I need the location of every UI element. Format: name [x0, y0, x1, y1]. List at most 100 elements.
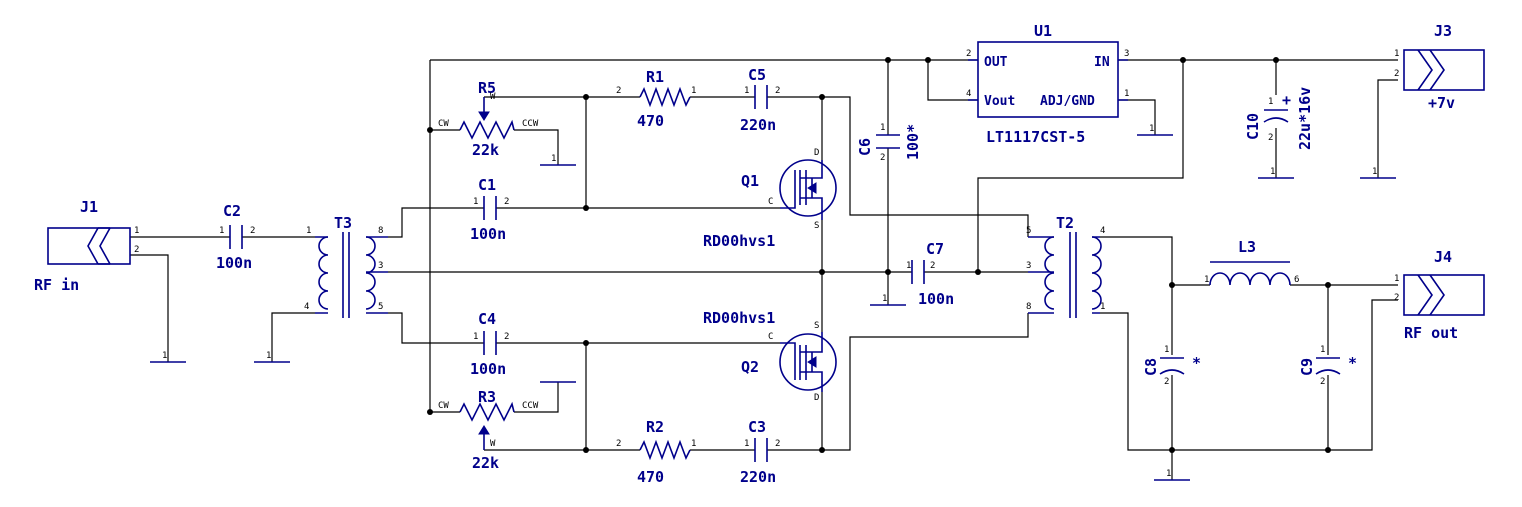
svg-text:L3: L3 — [1238, 238, 1256, 256]
svg-text:C10: C10 — [1244, 113, 1262, 140]
junction-dot — [583, 340, 589, 346]
svg-text:ADJ/GND: ADJ/GND — [1040, 94, 1095, 109]
svg-text:8: 8 — [378, 226, 383, 236]
svg-text:C5: C5 — [748, 66, 766, 84]
svg-text:1: 1 — [1394, 49, 1399, 59]
transformer-t3: T3 1 4 8 3 5 — [304, 214, 388, 318]
junction-dot — [925, 57, 931, 63]
capacitor-c5: C5 220n 1 2 — [740, 66, 780, 134]
svg-text:1: 1 — [219, 226, 224, 236]
svg-text:1: 1 — [551, 154, 556, 164]
svg-text:22k: 22k — [472, 141, 499, 159]
svg-text:C4: C4 — [478, 310, 496, 328]
svg-text:CCW: CCW — [522, 119, 539, 129]
wire-in-to-t2-center — [977, 60, 1184, 272]
potentiometer-r5: R5 22k CW CCW W — [438, 79, 539, 159]
svg-text:C: C — [768, 332, 773, 342]
svg-text:C1: C1 — [478, 176, 496, 194]
svg-text:1: 1 — [306, 226, 311, 236]
svg-text:C7: C7 — [926, 240, 944, 258]
capacitor-c10: C10 22u*16v + 1 2 — [1244, 87, 1314, 150]
junction-dot — [583, 205, 589, 211]
junction-dot — [1180, 57, 1186, 63]
junction-dot — [975, 269, 981, 275]
svg-text:3: 3 — [1026, 261, 1031, 271]
connector-j1: J1 RF in 1 2 — [34, 198, 139, 294]
wire-t2-pin1-gnd — [1100, 299, 1398, 451]
svg-text:2: 2 — [966, 49, 971, 59]
svg-text:1: 1 — [1320, 345, 1325, 355]
mosfet-q1: Q1 RD00hvs1 D S C — [703, 148, 837, 250]
svg-text:T2: T2 — [1056, 214, 1074, 232]
capacitor-c9: C9 * 1 2 — [1298, 345, 1357, 387]
svg-text:3: 3 — [378, 261, 383, 271]
svg-text:4: 4 — [304, 302, 309, 312]
capacitor-c4: C4 100n 1 2 — [470, 310, 509, 378]
svg-text:R1: R1 — [646, 68, 664, 86]
svg-text:1: 1 — [473, 332, 478, 342]
svg-text:J3: J3 — [1434, 22, 1452, 40]
mosfet-q2: Q2 RD00hvs1 S D C — [703, 309, 837, 403]
junction-dot — [885, 57, 891, 63]
ground-symbol: 1 — [1258, 167, 1294, 179]
resistor-r2: R2 470 2 1 — [616, 418, 696, 486]
svg-text:C8: C8 — [1142, 358, 1160, 376]
capacitor-c7: C7 100n 1 2 — [906, 240, 954, 308]
svg-text:1: 1 — [1268, 97, 1273, 107]
svg-text:2: 2 — [134, 245, 139, 255]
svg-text:C2: C2 — [223, 202, 241, 220]
svg-text:1: 1 — [473, 197, 478, 207]
svg-text:100*: 100* — [904, 124, 922, 160]
svg-text:2: 2 — [775, 86, 780, 96]
ground-symbol: 1 — [1154, 469, 1190, 481]
svg-text:1: 1 — [1124, 89, 1129, 99]
svg-text:1: 1 — [134, 226, 139, 236]
junction-dot — [1325, 447, 1331, 453]
junction-dot — [583, 447, 589, 453]
ground-symbol: 1 — [1360, 167, 1396, 179]
ground-symbol: 1 — [1137, 124, 1173, 136]
j1-ref: J1 — [80, 198, 98, 216]
wire-t3-pin5-c4 — [388, 312, 484, 344]
svg-text:2: 2 — [1164, 377, 1169, 387]
capacitor-c8: C8 * 1 2 — [1142, 345, 1201, 387]
svg-text:4: 4 — [1100, 226, 1105, 236]
svg-text:OUT: OUT — [984, 55, 1008, 70]
wire-t2-pin4-l3 — [1100, 236, 1210, 286]
svg-text:R2: R2 — [646, 418, 664, 436]
svg-text:2: 2 — [1394, 69, 1399, 79]
svg-text:2: 2 — [1268, 133, 1273, 143]
wire-j1-gnd — [130, 254, 169, 362]
svg-text:R3: R3 — [478, 388, 496, 406]
svg-text:2: 2 — [1394, 293, 1399, 303]
junction-dot — [819, 269, 825, 275]
svg-text:D: D — [814, 393, 819, 403]
svg-text:S: S — [814, 321, 819, 331]
svg-text:6: 6 — [1294, 275, 1299, 285]
svg-text:T3: T3 — [334, 214, 352, 232]
svg-text:U1: U1 — [1034, 22, 1052, 40]
junction-dot — [1325, 282, 1331, 288]
svg-text:Q1: Q1 — [741, 172, 759, 190]
svg-text:J4: J4 — [1434, 248, 1452, 266]
svg-text:100n: 100n — [216, 254, 252, 272]
svg-text:IN: IN — [1094, 55, 1110, 70]
svg-text:2: 2 — [880, 153, 885, 163]
svg-text:1: 1 — [162, 351, 167, 361]
svg-text:100n: 100n — [918, 290, 954, 308]
svg-text:W: W — [490, 92, 496, 102]
ground-symbols: 1 1 1 1 1 1 1 1 — [150, 124, 1396, 481]
svg-text:LT1117CST-5: LT1117CST-5 — [986, 128, 1085, 146]
svg-text:S: S — [814, 221, 819, 231]
svg-text:W: W — [490, 439, 496, 449]
ground-symbol: 1 — [870, 294, 906, 306]
svg-text:2: 2 — [504, 197, 509, 207]
svg-text:100n: 100n — [470, 225, 506, 243]
resistor-r1: R1 470 2 1 — [616, 68, 696, 130]
wire-r3-ccw — [514, 382, 559, 413]
svg-text:1: 1 — [906, 261, 911, 271]
svg-text:2: 2 — [930, 261, 935, 271]
capacitor-c3: C3 220n 1 2 — [740, 418, 780, 486]
